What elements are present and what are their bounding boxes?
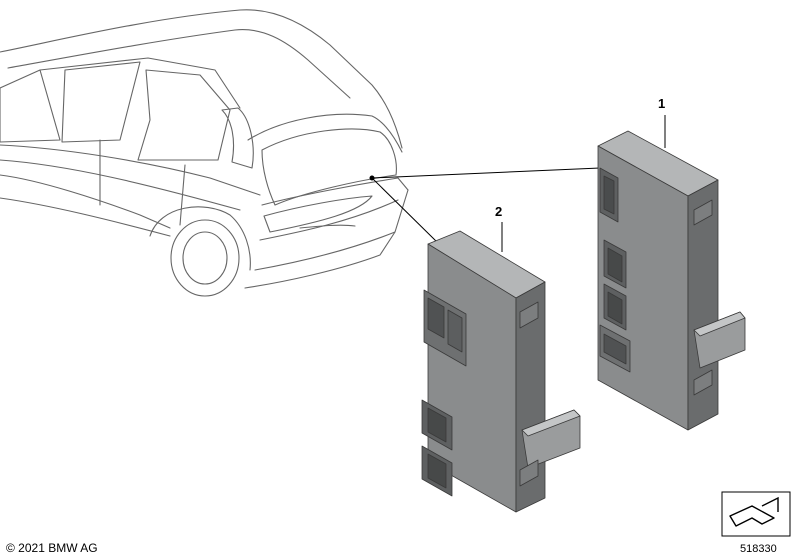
diagram-number: 518330 [740,543,777,555]
orientation-symbol-icon [721,491,791,537]
callout-part-2: 2 [495,204,503,219]
copyright-notice: © 2021 BMW AG [6,541,98,555]
control-module-1 [597,130,746,431]
control-module-2 [421,230,581,513]
leader-lines [371,115,666,252]
callout-part-1: 1 [658,96,666,111]
mount-point-marker [369,175,375,181]
vehicle-outline [0,9,409,297]
